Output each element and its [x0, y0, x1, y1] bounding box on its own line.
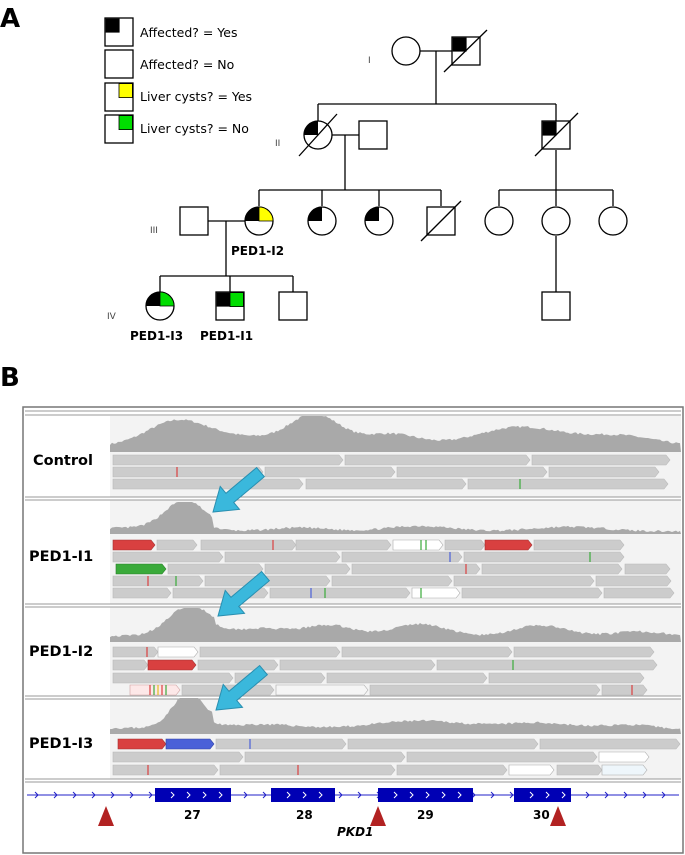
coverage-track-ped1-i1: [110, 502, 681, 534]
deletion-arrow-ped1-i1: [212, 466, 266, 513]
legend-label: Liver cysts? = No: [140, 121, 249, 136]
pedigree-female-i1: [391, 36, 421, 66]
generation-label-2: II: [275, 139, 280, 149]
pedigree-female-iii6: [484, 206, 514, 236]
breakpoint-marker: [370, 806, 386, 826]
coverage-track-ped1-i2: [110, 608, 681, 642]
coverage-track-control: [110, 416, 681, 452]
deletion-arrow-ped1-i2: [217, 570, 271, 617]
exon-label-28: 28: [296, 808, 313, 822]
exon-29: [378, 788, 473, 802]
breakpoint-marker: [550, 806, 566, 826]
pedigree-male-iv2-ped1-i1: [215, 291, 245, 321]
exon-27: [155, 788, 231, 802]
gene-track: [27, 788, 679, 802]
pedigree-female-iii7: [541, 206, 571, 236]
deletion-arrow-ped1-i3: [215, 664, 269, 711]
panel-a-letter: A: [0, 4, 20, 34]
legend-label: Affected? = No: [140, 57, 234, 72]
legend-item-affected-no: Affected? = No: [104, 49, 234, 79]
pedigree-male-iii1: [179, 206, 209, 236]
legend-item-affected-yes: Affected? = Yes: [104, 17, 238, 47]
reads: [112, 454, 681, 776]
coverage-track-ped1-i3: [110, 698, 681, 734]
pedigree-male-iv3: [278, 291, 308, 321]
legend: Affected? = Yes Affected? = No Liver cys…: [104, 17, 252, 144]
exon-28: [271, 788, 335, 802]
panel-b-letter: B: [0, 363, 20, 393]
generation-label-3: III: [150, 226, 158, 236]
gene-label: PKD1: [337, 825, 373, 839]
pedigree-female-iii3-affected: [307, 206, 337, 236]
legend-label: Affected? = Yes: [140, 25, 238, 40]
sample-label-ped1-i2: PED1-I2: [29, 644, 93, 660]
sample-label-ped1-i1: PED1-I1: [29, 549, 93, 565]
pedigree-female-iii8: [598, 206, 628, 236]
individual-label-ped1-i3: PED1-I3: [130, 329, 183, 343]
generation-label-4: IV: [107, 312, 117, 322]
pedigree-female-iii4-affected: [364, 206, 394, 236]
legend-label: Liver cysts? = Yes: [140, 89, 252, 104]
pedigree-female-ii1-affected-deceased: [298, 113, 338, 157]
pedigree-male-iii5-deceased: [420, 200, 462, 242]
individual-label-ped1-i2: PED1-I2: [231, 244, 284, 258]
exon-label-30: 30: [533, 808, 550, 822]
pedigree-female-iv1-ped1-i3: [145, 291, 175, 321]
pedigree-male-ii2: [358, 120, 388, 150]
pedigree-lines: [159, 50, 614, 292]
pedigree-male-i2-affected-deceased: [443, 29, 488, 73]
pedigree-male-iii7-child: [541, 291, 571, 321]
sample-label-ped1-i3: PED1-I3: [29, 736, 93, 752]
exon-label-27: 27: [184, 808, 201, 822]
pedigree-female-iii2-ped1-i2: [244, 206, 274, 236]
breakpoint-marker: [98, 806, 114, 826]
individual-label-ped1-i1: PED1-I1: [200, 329, 253, 343]
exon-label-29: 29: [417, 808, 434, 822]
generation-label-1: I: [368, 56, 371, 66]
sample-label-control: Control: [33, 453, 93, 469]
exon-30: [514, 788, 571, 802]
legend-item-liver-cysts-yes: Liver cysts? = Yes: [104, 82, 252, 112]
pedigree-male-ii3-affected-deceased: [534, 112, 579, 157]
legend-item-liver-cysts-no: Liver cysts? = No: [104, 114, 249, 144]
